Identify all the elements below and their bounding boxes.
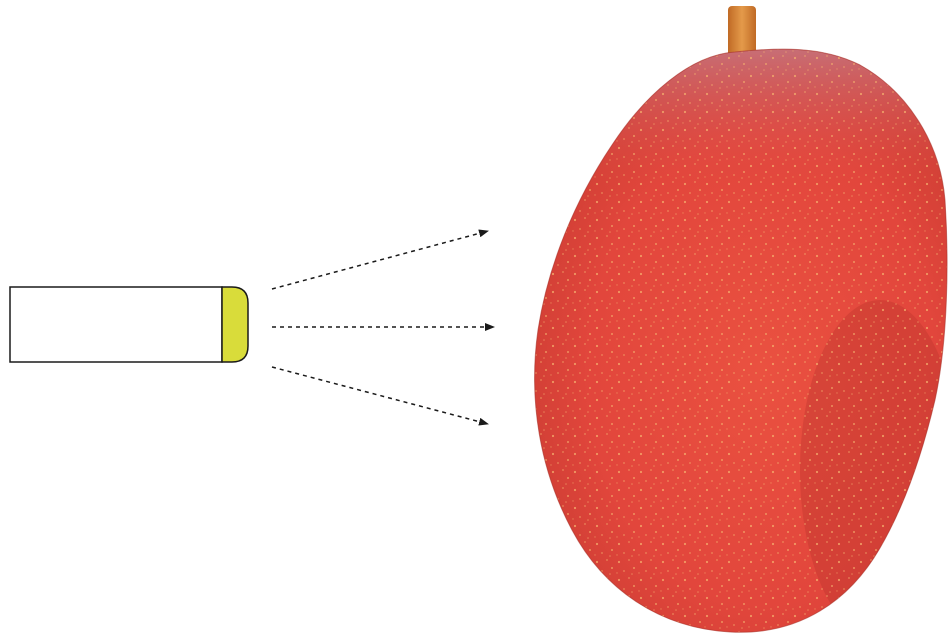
device-lens bbox=[222, 287, 248, 362]
beam-upper-arrow bbox=[272, 231, 488, 289]
device-body bbox=[10, 287, 222, 362]
light-source-device bbox=[10, 287, 248, 362]
light-beams bbox=[272, 231, 494, 424]
beam-lower-arrow bbox=[272, 367, 488, 424]
mango-fruit bbox=[520, 6, 949, 637]
mango-speckles bbox=[520, 40, 949, 637]
